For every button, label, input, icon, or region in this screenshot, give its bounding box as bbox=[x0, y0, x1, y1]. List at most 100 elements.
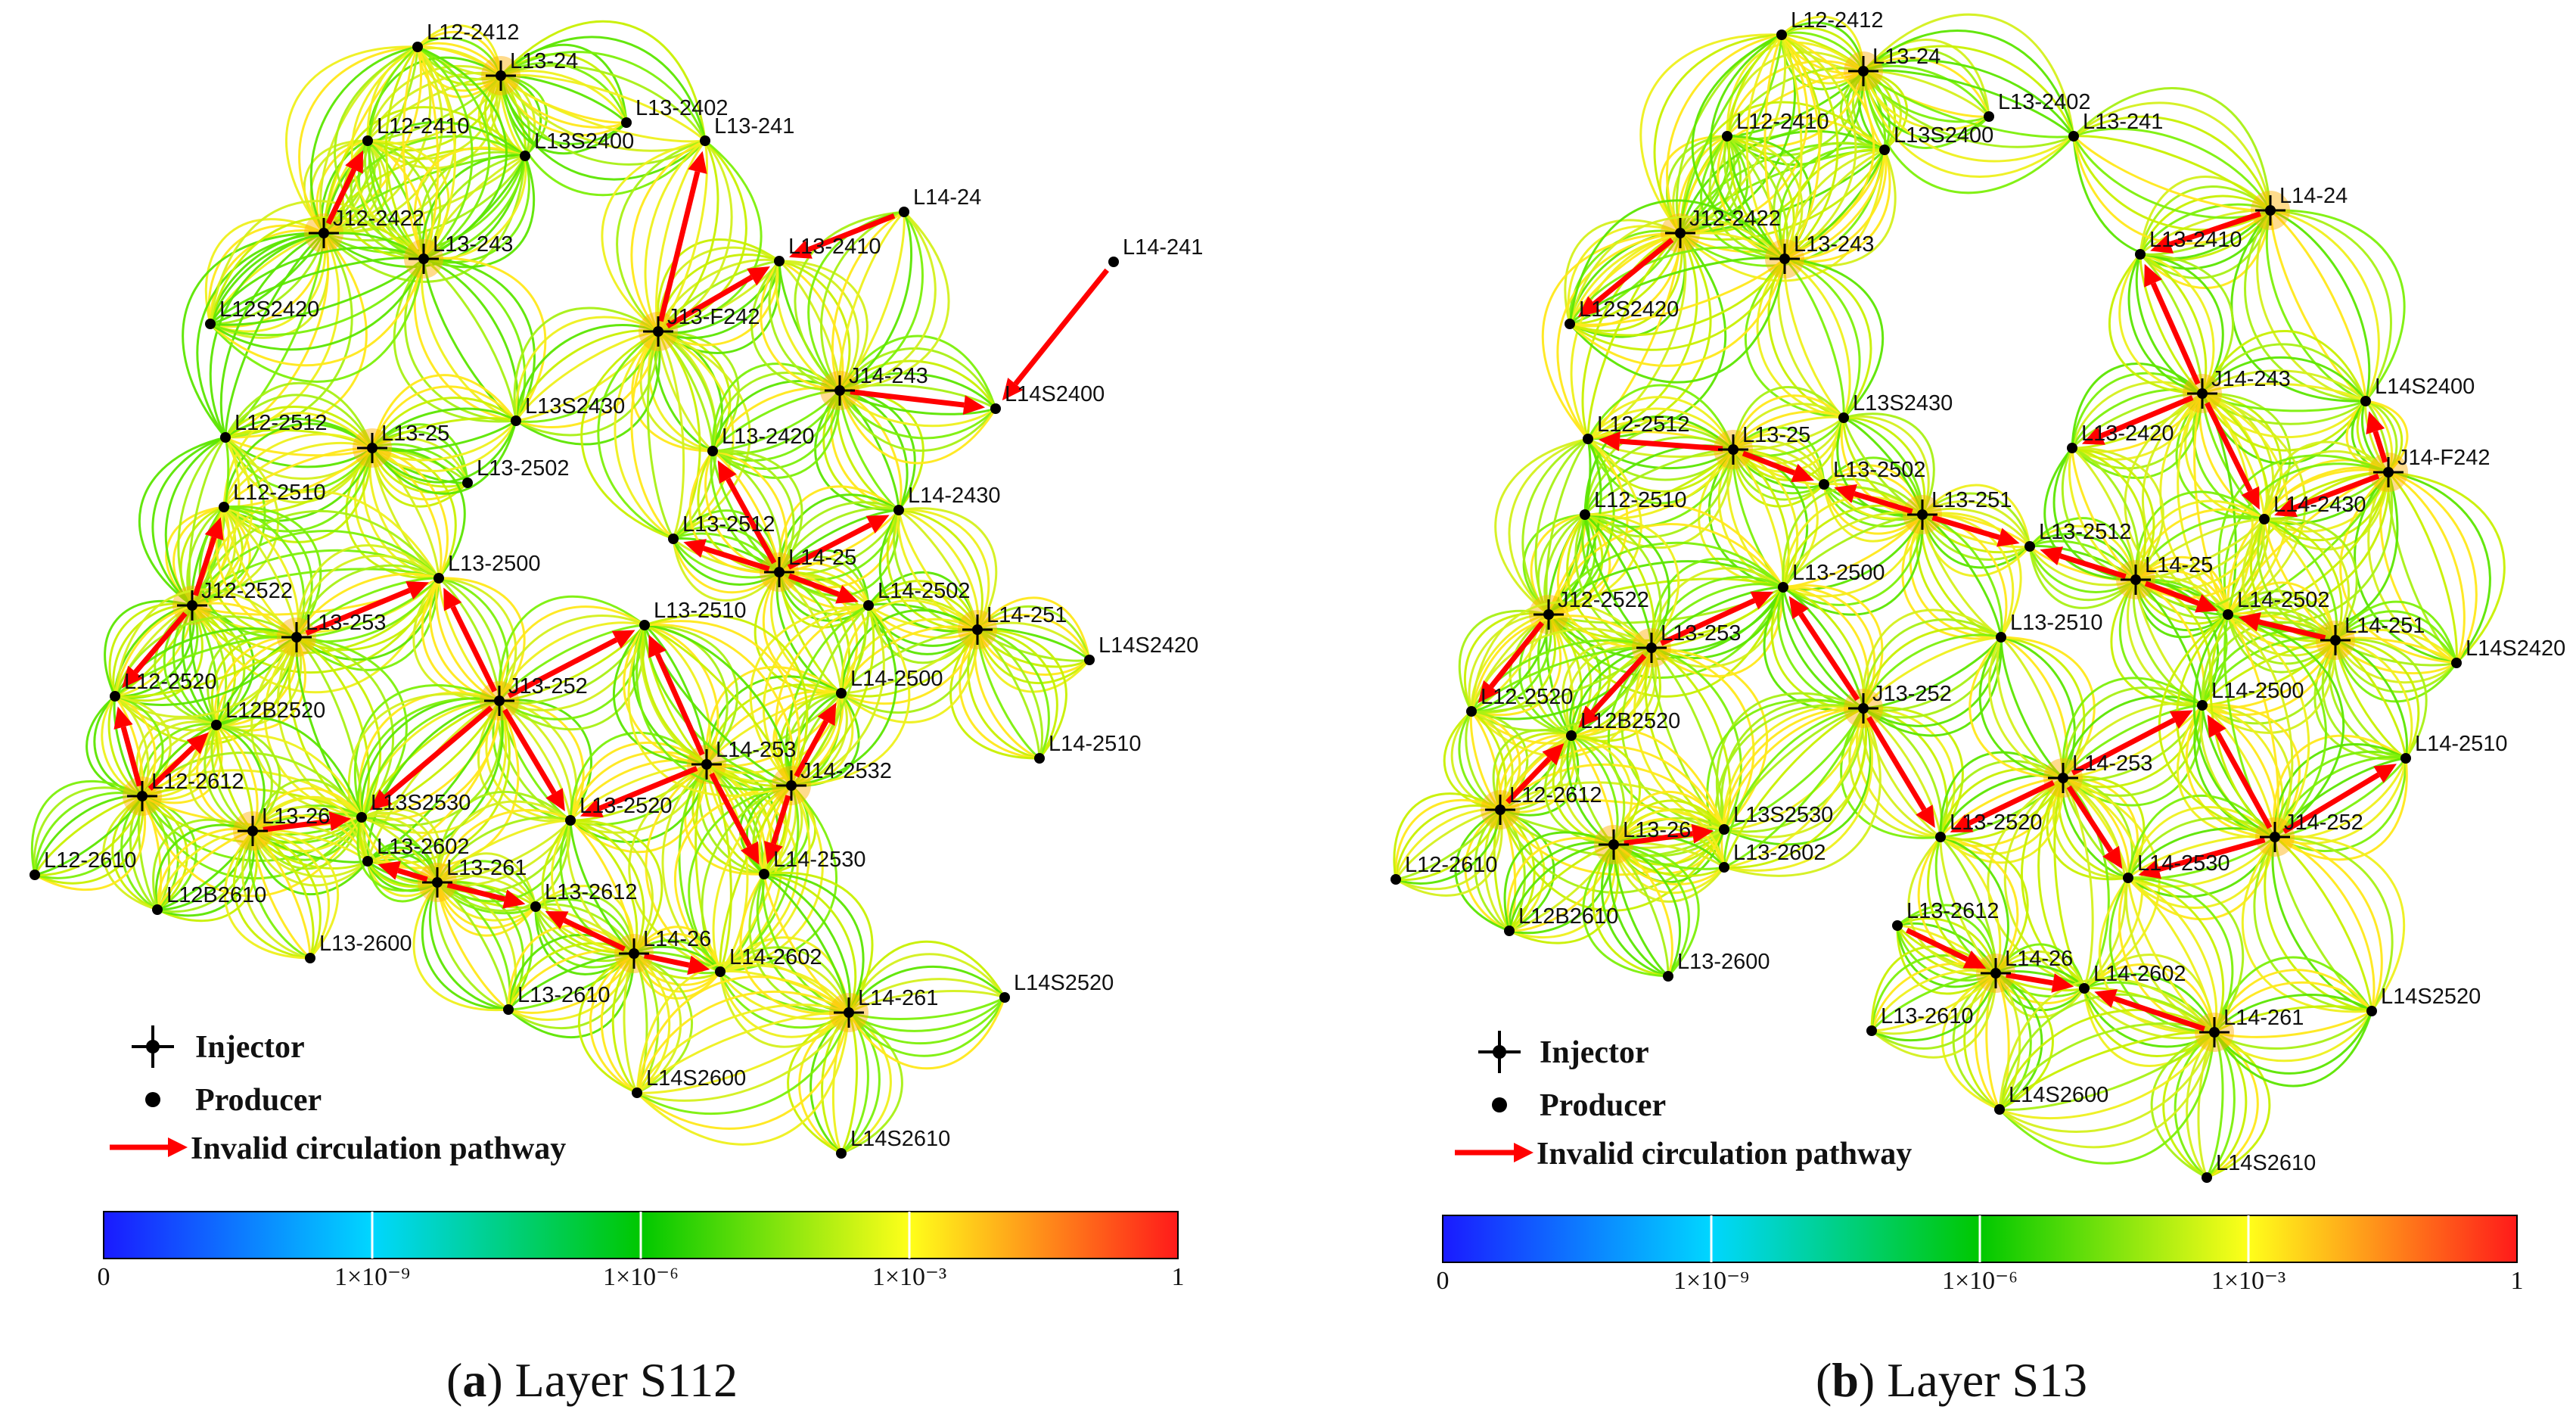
streamline bbox=[2139, 185, 2271, 255]
streamline bbox=[345, 447, 440, 580]
streamline bbox=[636, 1011, 850, 1094]
streamline bbox=[1584, 513, 1662, 649]
streamline bbox=[1843, 416, 1926, 515]
streamline bbox=[371, 420, 517, 495]
streamline bbox=[1732, 448, 1819, 589]
well-l13-2512: L13-2512 bbox=[668, 512, 775, 544]
streamline bbox=[2227, 613, 2310, 838]
streamline bbox=[1651, 646, 1742, 830]
streamline bbox=[225, 232, 368, 439]
pathway-arrow bbox=[378, 860, 428, 882]
well-l14-253: L14-253 bbox=[691, 738, 796, 779]
pathway-arrow bbox=[683, 539, 770, 572]
well-l14-241: L14-241 bbox=[1108, 235, 1203, 267]
streamline bbox=[2334, 610, 2458, 664]
well-label: J13-252 bbox=[1872, 682, 1952, 706]
streamline bbox=[639, 624, 707, 766]
streamline bbox=[657, 139, 763, 333]
producer-icon bbox=[565, 815, 576, 826]
streamline bbox=[1782, 514, 1924, 598]
streamline bbox=[633, 939, 722, 972]
streamline bbox=[661, 763, 721, 973]
well-label: L13-2512 bbox=[2039, 520, 2132, 544]
streamline bbox=[2365, 400, 2404, 474]
streamline bbox=[515, 331, 661, 446]
well-label: L14-24 bbox=[913, 185, 981, 210]
well-l13-2520: L13-2520 bbox=[565, 794, 673, 826]
streamline bbox=[188, 437, 227, 606]
well-l13s2530: L13S2530 bbox=[1719, 803, 1833, 835]
injector-icon bbox=[1665, 218, 1695, 248]
well-label: L14-2602 bbox=[729, 945, 822, 969]
streamline bbox=[224, 437, 374, 504]
streamline bbox=[113, 588, 298, 697]
streamline bbox=[156, 828, 253, 910]
streamline bbox=[219, 232, 325, 438]
streamline bbox=[2227, 613, 2327, 839]
streamline bbox=[252, 829, 330, 959]
streamline bbox=[371, 420, 517, 462]
legend-pathway-label: Invalid circulation pathway bbox=[191, 1131, 566, 1166]
producer-icon bbox=[2024, 541, 2035, 552]
streamline bbox=[2334, 639, 2407, 760]
streamline bbox=[207, 224, 325, 325]
streamline bbox=[2202, 382, 2366, 403]
streamline bbox=[498, 624, 645, 702]
streamline bbox=[2135, 254, 2203, 395]
well-label: L13-253 bbox=[1661, 621, 1741, 646]
streamline bbox=[847, 953, 1006, 1013]
well-label: L12B2520 bbox=[1580, 709, 1680, 733]
pathway-arrow bbox=[2040, 546, 2127, 580]
streamline bbox=[2274, 835, 2376, 1012]
streamline bbox=[2202, 392, 2292, 520]
well-l12s2420: L12S2420 bbox=[205, 297, 319, 329]
streamline bbox=[1613, 826, 1726, 868]
streamline bbox=[366, 860, 439, 898]
streamline bbox=[2335, 639, 2420, 759]
streamline bbox=[1781, 33, 1875, 260]
streamline bbox=[223, 830, 311, 960]
streamline bbox=[2071, 447, 2140, 580]
streamline bbox=[216, 723, 259, 832]
well-l12-2410: L12-2410 bbox=[362, 114, 470, 146]
streamline bbox=[1612, 844, 1726, 895]
injector-icon bbox=[1848, 693, 1878, 723]
streamline bbox=[422, 154, 526, 260]
producer-icon bbox=[362, 856, 373, 867]
streamline bbox=[2158, 613, 2276, 839]
streamline bbox=[2134, 579, 2229, 632]
streamline bbox=[2274, 758, 2407, 839]
well-label: L12-2610 bbox=[44, 848, 137, 873]
producer-icon bbox=[530, 901, 541, 912]
streamline bbox=[2335, 619, 2458, 664]
well-l14-2530: L14-2530 bbox=[2123, 851, 2230, 883]
streamline bbox=[417, 45, 508, 260]
streamline bbox=[2226, 614, 2279, 838]
injector-icon bbox=[1981, 958, 2011, 988]
well-l14-251: L14-251 bbox=[2320, 614, 2425, 655]
streamline bbox=[2135, 562, 2230, 615]
streamline bbox=[1907, 835, 1996, 975]
well-l14-26: L14-26 bbox=[619, 927, 711, 969]
streamline bbox=[1620, 647, 1725, 831]
streamline bbox=[763, 604, 869, 786]
streamline bbox=[499, 624, 646, 702]
pathway-arrow bbox=[545, 911, 626, 952]
streamline bbox=[977, 621, 1091, 661]
well-label: L14S2420 bbox=[1098, 633, 1198, 658]
streamline bbox=[1543, 513, 1586, 615]
well-l12-2412: L12-2412 bbox=[412, 20, 520, 52]
streamline bbox=[1871, 972, 1997, 1050]
streamline bbox=[1574, 514, 1652, 649]
streamline bbox=[366, 74, 502, 142]
well-label: L14S2400 bbox=[2375, 375, 2475, 399]
streamline bbox=[1782, 513, 1923, 588]
well-label: L13-2502 bbox=[477, 456, 570, 481]
streamline bbox=[1996, 636, 2064, 779]
streamline bbox=[2029, 545, 2136, 581]
well-l13-26: L13-26 bbox=[1599, 818, 1691, 860]
well-label: L12-2410 bbox=[1736, 110, 1829, 134]
well-label: L14-261 bbox=[2223, 1006, 2304, 1030]
streamline bbox=[841, 629, 979, 698]
well-label: L13-261 bbox=[446, 856, 527, 880]
